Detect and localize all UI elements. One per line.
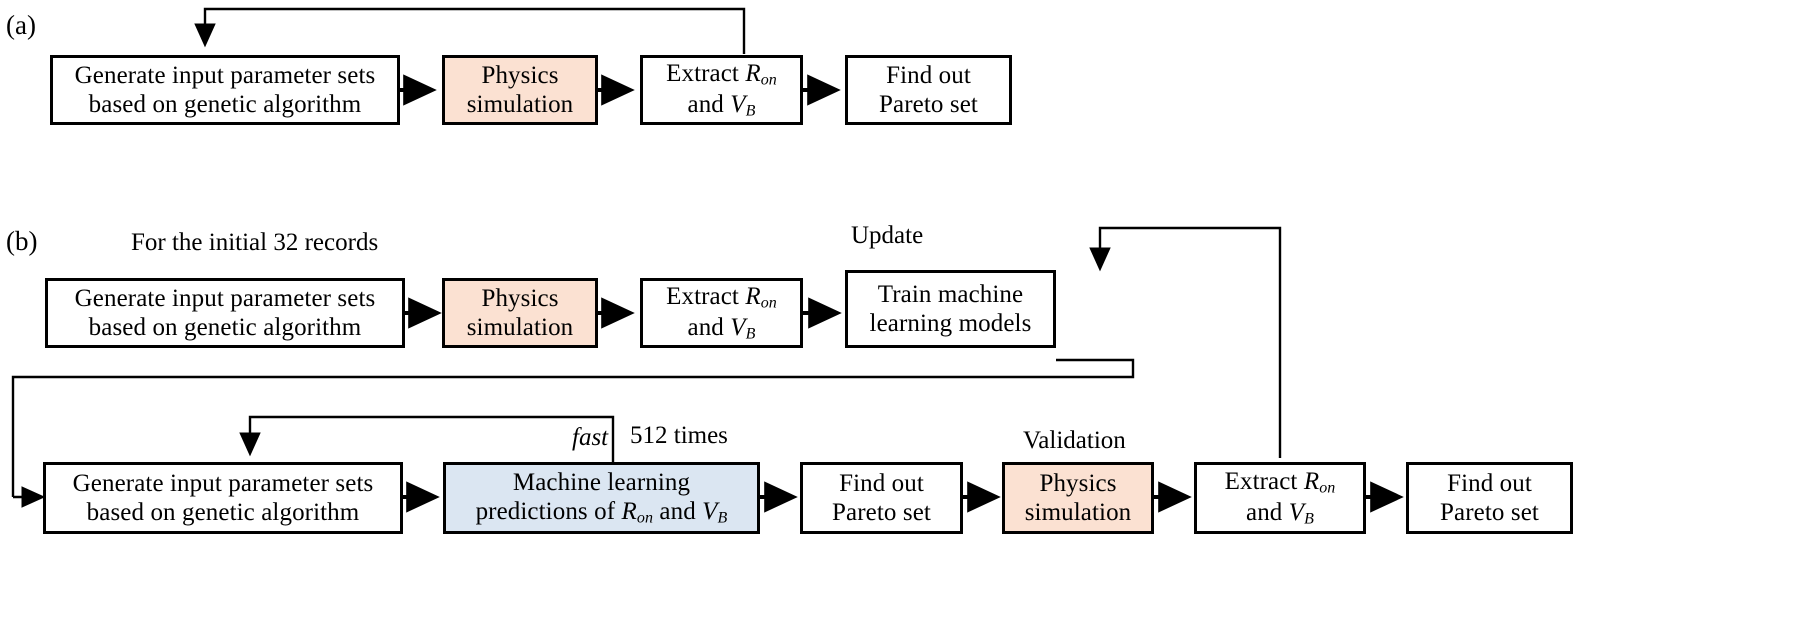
- node-a-extract-ron-vb[interactable]: Extract Ron and VB: [640, 55, 803, 125]
- node-b-physics-simulation-top[interactable]: Physics simulation: [442, 278, 598, 348]
- node-b-generate-input-parameter-sets-top[interactable]: Generate input parameter sets based on g…: [45, 278, 405, 348]
- node-b-pareto1-text: Find out Pareto set: [826, 469, 937, 528]
- node-a-extract-line1-pre: Extract: [666, 59, 746, 87]
- node-b-generate-input-parameter-sets-bottom[interactable]: Generate input parameter sets based on g…: [43, 462, 403, 534]
- node-b-extract-bot-line2-var: V: [1288, 499, 1305, 526]
- node-b-extract-top-line2-sub: B: [745, 325, 756, 343]
- node-b-extract-bot-line1-pre: Extract: [1224, 467, 1304, 495]
- label-fast: fast: [572, 424, 609, 451]
- panel-b-tag: (b): [6, 226, 38, 256]
- node-b-generate-bot-line2: based on genetic algorithm: [86, 499, 360, 526]
- node-b-generate-top-text: Generate input parameter sets based on g…: [69, 284, 382, 343]
- node-b-extract-ron-vb-bottom[interactable]: Extract Ron and VB: [1194, 462, 1366, 534]
- label-validation: Validation: [1023, 427, 1126, 454]
- node-b-generate-bot-text: Generate input parameter sets based on g…: [67, 469, 380, 528]
- node-b-find-out-pareto-set-1[interactable]: Find out Pareto set: [800, 462, 963, 534]
- node-b-train-text: Train machine learning models: [864, 280, 1038, 339]
- node-b-ml-line2-pre: predictions of: [475, 498, 622, 526]
- node-b-train-line1: Train machine: [877, 280, 1024, 308]
- node-b-generate-top-line2: based on genetic algorithm: [88, 314, 362, 341]
- node-b-physics-bot-line1: Physics: [1039, 469, 1117, 497]
- node-b-ml-line2-mid: and: [653, 498, 703, 526]
- node-b-extract-top-text: Extract Ron and VB: [660, 282, 783, 345]
- node-a-extract-text: Extract Ron and VB: [660, 59, 783, 122]
- node-a-extract-line1-var: R: [745, 59, 761, 87]
- node-b-ml-line2-sub2: B: [717, 509, 728, 527]
- node-b-extract-bot-line1-sub: on: [1319, 479, 1336, 497]
- node-b-pareto1-line1: Find out: [839, 469, 924, 497]
- node-b-extract-top-line2-pre: and: [687, 314, 731, 341]
- node-b-find-out-pareto-set-2[interactable]: Find out Pareto set: [1406, 462, 1573, 534]
- label-for-the-initial-32-records: For the initial 32 records: [131, 229, 379, 256]
- node-b-pareto2-line2: Pareto set: [1440, 499, 1539, 526]
- node-b-extract-top-line1-sub: on: [760, 294, 777, 312]
- edge-a-feedback-loop: [194, 7, 746, 54]
- node-b-physics-simulation-bottom[interactable]: Physics simulation: [1002, 462, 1154, 534]
- node-a-extract-line1-sub: on: [760, 71, 777, 89]
- node-a-extract-line2-pre: and: [687, 91, 731, 118]
- node-b-train-machine-learning-models[interactable]: Train machine learning models: [845, 270, 1056, 348]
- node-a-physics-line2: simulation: [466, 91, 574, 118]
- label-update: Update: [851, 222, 924, 249]
- node-b-train-line2: learning models: [869, 310, 1032, 337]
- label-512-times: 512 times: [630, 422, 728, 449]
- node-b-ml-line2-sub1: on: [636, 509, 654, 527]
- node-b-extract-bot-line1-var: R: [1303, 467, 1320, 495]
- node-b-extract-bot-text: Extract Ron and VB: [1219, 467, 1342, 530]
- node-b-physics-top-line1: Physics: [481, 284, 559, 312]
- node-b-ml-line1: Machine learning: [512, 468, 691, 496]
- node-b-generate-bot-line1: Generate input parameter sets: [72, 469, 374, 497]
- node-b-ml-line2-var2: V: [702, 498, 718, 526]
- node-b-extract-top-line2-var: V: [730, 314, 746, 341]
- node-b-physics-bot-text: Physics simulation: [1019, 469, 1138, 528]
- edge-b-512-times-loop: [239, 415, 615, 462]
- node-a-generate-text: Generate input parameter sets based on g…: [69, 61, 382, 120]
- node-a-physics-line1: Physics: [481, 61, 559, 89]
- node-b-pareto2-line1: Find out: [1447, 469, 1532, 497]
- node-b-generate-top-line1: Generate input parameter sets: [74, 284, 376, 312]
- node-b-physics-top-line2: simulation: [466, 314, 574, 341]
- node-a-generate-line2: based on genetic algorithm: [88, 91, 362, 118]
- node-a-find-out-pareto-set[interactable]: Find out Pareto set: [845, 55, 1012, 125]
- node-a-pareto-line1: Find out: [886, 61, 971, 89]
- node-a-physics-text: Physics simulation: [461, 61, 580, 120]
- panel-a-tag: (a): [6, 10, 36, 40]
- node-b-pareto2-text: Find out Pareto set: [1434, 469, 1545, 528]
- edge-b-update-feedback: [1089, 226, 1282, 458]
- node-a-extract-line2-sub: B: [745, 102, 756, 120]
- node-a-generate-line1: Generate input parameter sets: [74, 61, 376, 89]
- node-a-extract-line2-var: V: [730, 91, 746, 118]
- node-a-pareto-line2: Pareto set: [879, 91, 978, 118]
- node-b-ml-line2-var1: R: [621, 498, 637, 526]
- node-b-physics-top-text: Physics simulation: [461, 284, 580, 343]
- node-b-physics-bot-line2: simulation: [1024, 499, 1132, 526]
- node-b-machine-learning-predictions[interactable]: Machine learning predictions of Ron and …: [443, 462, 760, 534]
- node-b-extract-bot-line2-sub: B: [1304, 510, 1314, 528]
- node-a-pareto-text: Find out Pareto set: [873, 61, 984, 120]
- node-b-extract-ron-vb-top[interactable]: Extract Ron and VB: [640, 278, 803, 348]
- node-b-extract-top-line1-var: R: [745, 282, 761, 310]
- node-a-physics-simulation[interactable]: Physics simulation: [442, 55, 598, 125]
- node-a-generate-input-parameter-sets[interactable]: Generate input parameter sets based on g…: [50, 55, 400, 125]
- node-b-extract-top-line1-pre: Extract: [666, 282, 746, 310]
- node-b-pareto1-line2: Pareto set: [832, 499, 931, 526]
- node-b-ml-text: Machine learning predictions of Ron and …: [470, 468, 734, 529]
- node-b-extract-bot-line2-pre: and: [1246, 499, 1289, 526]
